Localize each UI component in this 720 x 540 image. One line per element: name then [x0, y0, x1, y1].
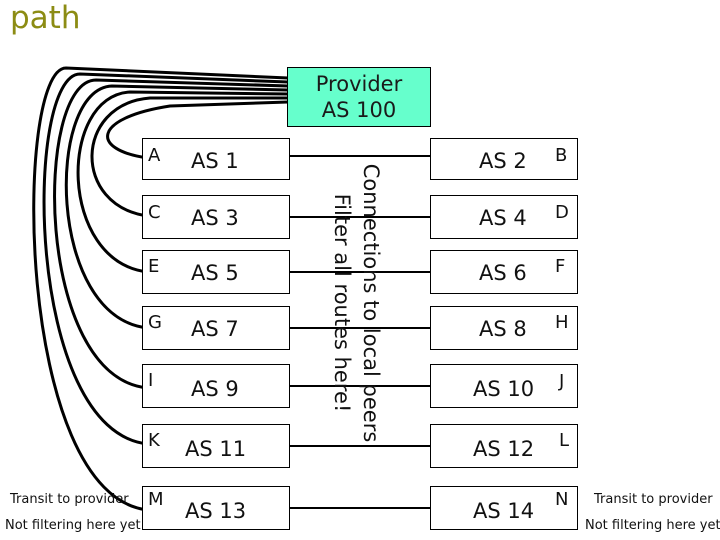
as-box-11: K AS 11 [142, 424, 290, 468]
as-label-1: AS 1 [191, 149, 239, 173]
router-label-g: G [148, 312, 162, 333]
as-label-2: AS 2 [479, 149, 527, 173]
transit-line-g [64, 84, 289, 330]
as-box-6: AS 6 F [430, 250, 578, 294]
as-box-10: AS 10 J [430, 364, 578, 408]
as-label-14: AS 14 [473, 499, 535, 523]
router-label-l: L [559, 430, 570, 451]
transit-lines [32, 66, 289, 512]
as-box-3: C AS 3 [142, 195, 290, 239]
transit-line-e [76, 90, 289, 274]
filter-instruction-label: Filter all routes here! [330, 193, 354, 413]
as-box-8: AS 8 H [430, 306, 578, 350]
router-label-h: H [555, 312, 569, 333]
as-box-2: AS 2 B [430, 138, 578, 180]
as-box-7: G AS 7 [142, 306, 290, 350]
as-label-10: AS 10 [473, 377, 535, 401]
router-label-a: A [148, 145, 161, 166]
as-label-9: AS 9 [191, 377, 239, 401]
router-label-d: D [555, 202, 569, 223]
as-label-6: AS 6 [479, 261, 527, 285]
page-title: path [10, 0, 81, 36]
provider-label: Provider [315, 72, 403, 96]
transit-line-k [42, 72, 289, 446]
router-label-m: M [148, 489, 164, 510]
as-box-13: M AS 13 [142, 486, 290, 530]
transit-line-a [106, 100, 289, 160]
router-label-e: E [148, 256, 160, 277]
peer-connections-label: Connections to local peers [359, 163, 383, 443]
router-label-n: N [555, 489, 569, 510]
right-note-transit: Transit to provider [594, 492, 713, 507]
left-note-filtering: Not filtering here yet [5, 518, 141, 533]
router-label-j: J [559, 371, 565, 392]
left-note-transit: Transit to provider [10, 492, 129, 507]
as-box-9: I AS 9 [142, 364, 290, 408]
right-note-filtering: Not filtering here yet [585, 518, 720, 533]
provider-as-number: AS 100 [321, 98, 397, 122]
as-box-5: E AS 5 [142, 250, 290, 294]
as-box-4: AS 4 D [430, 195, 578, 239]
as-label-5: AS 5 [191, 261, 239, 285]
peer-filter-annotation: Connections to local peers Filter all ro… [327, 164, 385, 443]
as-label-4: AS 4 [479, 206, 527, 230]
as-label-12: AS 12 [473, 437, 535, 461]
router-label-c: C [148, 202, 161, 223]
router-label-i: I [148, 370, 154, 391]
as-label-11: AS 11 [185, 437, 247, 461]
peer-lines [289, 155, 430, 509]
as-label-8: AS 8 [479, 317, 527, 341]
as-box-1: A AS 1 [142, 138, 290, 180]
router-label-k: K [148, 430, 160, 451]
router-label-b: B [555, 145, 568, 166]
as-label-13: AS 13 [185, 499, 247, 523]
as-label-3: AS 3 [191, 206, 239, 230]
router-label-f: F [555, 256, 566, 277]
provider-as-box: Provider AS 100 [287, 67, 431, 127]
as-box-14: AS 14 N [430, 486, 578, 530]
as-box-12: AS 12 L [430, 424, 578, 468]
transit-line-c [90, 96, 288, 218]
transit-line-m [32, 66, 289, 512]
transit-line-i [53, 78, 289, 390]
as-label-7: AS 7 [191, 317, 239, 341]
